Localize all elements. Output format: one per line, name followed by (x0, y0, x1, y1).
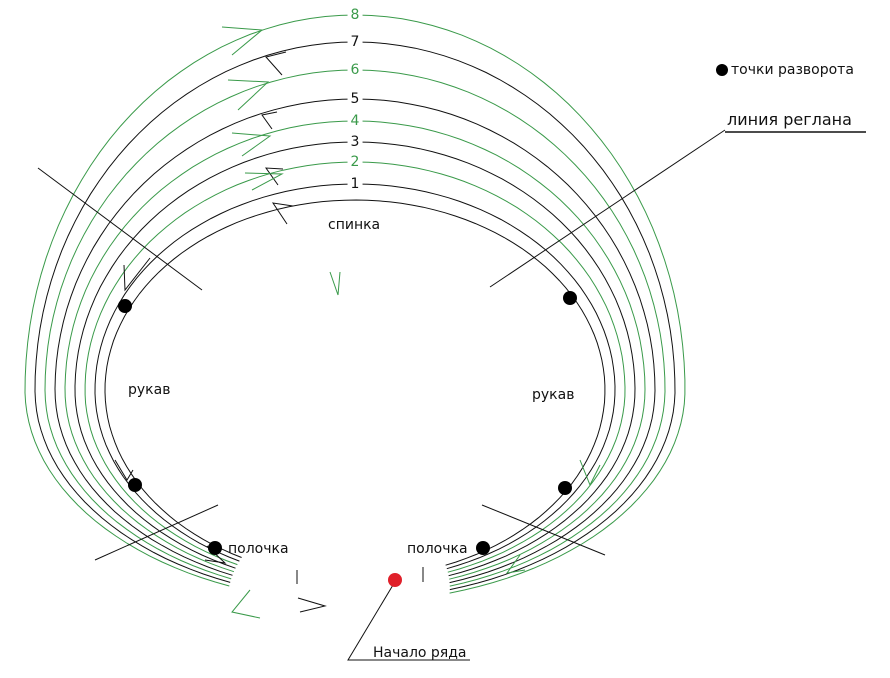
label-raglan-line: линия реглана (727, 110, 852, 129)
arrow-icon (329, 271, 341, 296)
row-arc-3 (74, 141, 636, 577)
label-row-start: Начало ряда (373, 645, 467, 661)
arrow-icon (123, 257, 151, 292)
raglan-line-front-right (481, 504, 606, 556)
raglan-lines (37, 129, 866, 661)
row-number-label: 2 (347, 155, 363, 169)
row-arc-2 (84, 161, 626, 573)
row-number-label: 1 (347, 177, 363, 191)
arrow-icon (579, 459, 601, 487)
row-number-label: 7 (347, 35, 363, 49)
turn-point-dot (208, 541, 222, 555)
arrow-icon (221, 26, 264, 56)
row-number-label: 5 (347, 92, 363, 106)
row-start-leader (347, 584, 470, 661)
row-arcs (24, 14, 686, 594)
row-number-label: 4 (347, 114, 363, 128)
arrow-icon (505, 554, 526, 574)
arrow-icon (265, 51, 287, 76)
arrow-icon (297, 597, 327, 613)
turn-point-dot (476, 541, 490, 555)
raglan-line-back-right (489, 129, 726, 288)
arrow-icon (271, 202, 294, 225)
turn-point-dot (118, 299, 132, 313)
arrow-icon (114, 459, 134, 481)
label-front-right: полочка (407, 541, 468, 557)
arrow-icon (227, 79, 270, 111)
row-start-dot (388, 573, 402, 587)
row-arc-1 (94, 183, 616, 570)
row-number-label: 3 (347, 135, 363, 149)
row-arc-7 (34, 41, 676, 591)
legend-turn-points: точки разворота (731, 62, 854, 78)
arrow-icon (264, 167, 284, 186)
row-arc-5 (54, 98, 656, 584)
row-arc-8 (24, 14, 686, 594)
label-sleeve-right: рукав (532, 387, 575, 403)
label-back: спинка (328, 217, 381, 233)
row-number-label: 8 (347, 8, 363, 22)
arrow-icon (231, 132, 272, 157)
base-arc (104, 199, 606, 566)
turn-points (118, 64, 728, 587)
legend-dot (716, 64, 728, 76)
turn-point-dot (558, 481, 572, 495)
arrow-icon (244, 172, 284, 191)
raglan-line-back-left (37, 167, 203, 291)
arrow-icon (261, 111, 278, 130)
turn-point-dot (563, 291, 577, 305)
raglan-line-front-left (94, 504, 219, 561)
arrow-icon (231, 589, 261, 619)
row-arc-6 (44, 69, 666, 587)
row-number-label: 6 (347, 63, 363, 77)
label-sleeve-left: рукав (128, 382, 171, 398)
row-arc-4 (64, 120, 646, 580)
label-front-left: полочка (228, 541, 289, 557)
turn-point-dot (128, 478, 142, 492)
